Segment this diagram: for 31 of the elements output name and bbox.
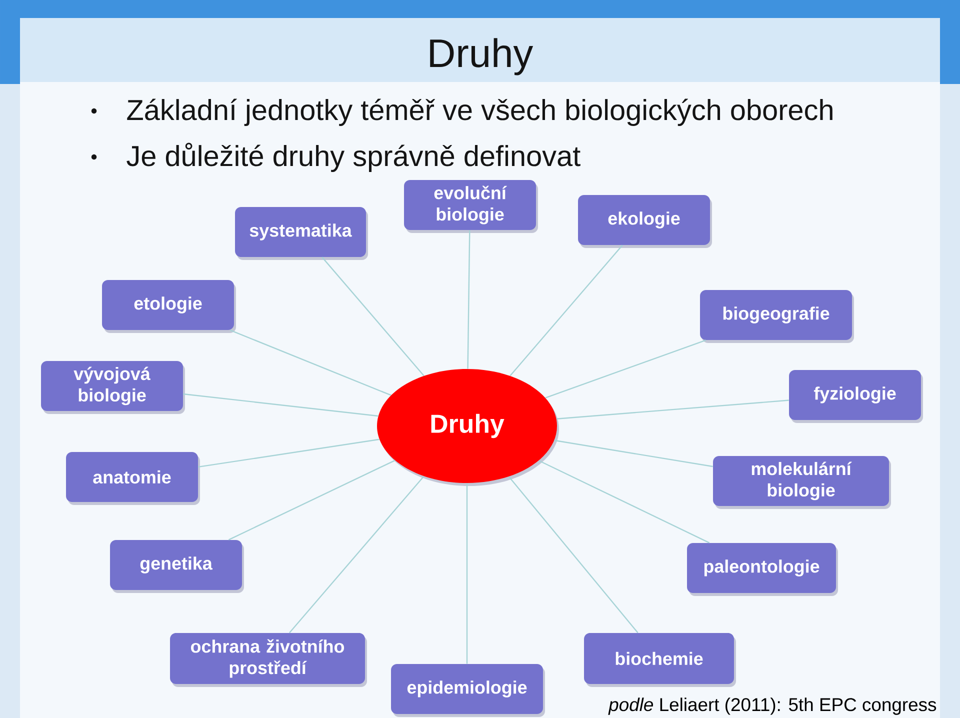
connector-line [228,460,396,540]
topic-box: biogeografie [700,290,854,343]
topic-box: etologie [102,280,236,333]
connector-line [230,330,392,396]
connector-line [545,340,706,398]
bullet-text: Základní jednotky téměř ve všech biologických oborech [127,98,832,126]
connector-line [322,256,424,376]
topic-box: systematika [235,207,368,260]
topic-box: epidemiologie [391,664,545,717]
topic-box: ekologie [578,195,712,248]
connector-line [508,476,638,634]
topic-box: biochemie [584,633,736,687]
bullet-text: Je důležité druhy správně definovat [126,142,580,172]
connector-line [183,393,378,417]
connector-line [466,483,468,664]
connector-line [510,244,623,376]
slide-title: Druhy [430,38,534,76]
topic-box: paleontologie [687,543,838,596]
topic-box: evoluční biologie [404,180,538,233]
topic-box: vývojová biologie [41,361,185,414]
topic-box: ochrana životního prostředí [170,633,367,687]
connector-line [554,440,713,468]
topic-box: molekulární biologie [713,456,891,509]
connector-line [467,230,470,369]
topic-box: anatomie [66,452,200,505]
connector-line [556,400,789,420]
topic-box: fyziologie [789,370,923,423]
connector-line [198,438,380,468]
topic-box: genetika [110,540,244,593]
connector-line [289,476,424,634]
connector-line [538,460,710,544]
